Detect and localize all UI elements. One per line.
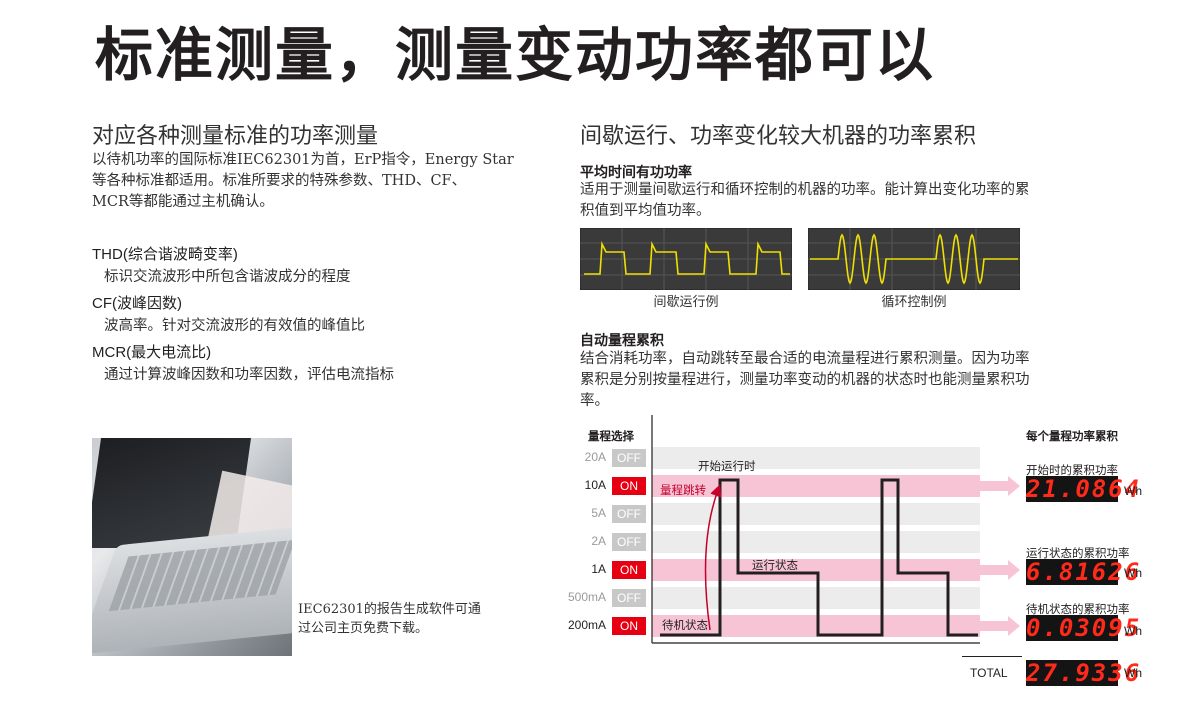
range-on-badge: ON (612, 477, 646, 495)
total-display: 27.9336 (1026, 659, 1142, 687)
readout-running-display: 6.81626 (1026, 558, 1142, 586)
term-thd: THD(综合谐波畸变率) (92, 246, 238, 263)
avg-text-line: 适用于测量间歇运行和循环控制的机器的功率。能计算出变化功率的累 (580, 182, 1030, 198)
readout-start-unit: Wh (1124, 484, 1142, 498)
range-off-badge: OFF (612, 505, 646, 523)
range-band (652, 615, 980, 637)
range-label: 1A (591, 562, 606, 576)
range-band (652, 559, 980, 581)
photo-caption-line: 过公司主页免费下载。 (298, 621, 429, 636)
page-title: 标准测量，测量变动功率都可以 (95, 21, 936, 89)
intermittent-wave (584, 241, 790, 275)
left-heading: 对应各种测量标准的功率测量 (92, 124, 379, 149)
term-mcr-desc: 通过计算波峰因数和功率因数，评估电流指标 (104, 367, 394, 383)
range-band (652, 587, 980, 609)
auto-text: 结合消耗功率，自动跳转至最合适的电流量程进行累积测量。因为功率 累积是分别按量程… (580, 349, 1030, 412)
auto-text-line: 结合消耗功率，自动跳转至最合适的电流量程进行累积测量。因为功率 (580, 351, 1030, 367)
range-on-badge: ON (612, 617, 646, 635)
range-band (652, 503, 980, 525)
readout-running-label: 运行状态的累积功率 (1026, 548, 1130, 560)
cycle-caption: 循环控制例 (881, 295, 947, 310)
term-list: THD(综合谐波畸变率) 标识交流波形中所包含谐波成分的程度 CF(波峰因数) … (92, 243, 394, 384)
per-range-label: 每个量程功率累积 (1026, 431, 1118, 443)
range-off-badge: OFF (612, 533, 646, 551)
range-arrow (980, 476, 1020, 496)
auto-text-line: 累积是分别按量程进行，测量功率变动的机器的状态时也能测量累积功 (580, 372, 1030, 388)
intermittent-scope (580, 228, 792, 290)
range-arrow (980, 560, 1020, 580)
range-jump-label: 量程跳转 (660, 485, 706, 497)
range-arrow (980, 616, 1020, 636)
total-unit: Wh (1124, 666, 1142, 680)
range-label: 5A (591, 506, 606, 520)
range-band (652, 531, 980, 553)
readout-running-unit: Wh (1124, 566, 1142, 580)
range-label: 20A (584, 450, 606, 464)
readout-standby-label: 待机状态的累积功率 (1026, 604, 1130, 616)
term-thd-desc: 标识交流波形中所包含谐波成分的程度 (104, 269, 351, 285)
left-paragraph-line: MCR等都能通过主机确认。 (92, 194, 274, 210)
laptop-photo (92, 438, 292, 656)
total-rule (962, 656, 1022, 657)
auto-subhead: 自动量程累积 (580, 332, 664, 348)
range-label: 10A (584, 478, 606, 492)
photo-caption-line: IEC62301的报告生成软件可通 (298, 602, 481, 617)
range-on-badge: ON (612, 561, 646, 579)
left-paragraph-line: 以待机功率的国际标准IEC62301为首，ErP指令，Energy Star (92, 152, 514, 168)
term-mcr: MCR(最大电流比) (92, 344, 212, 361)
range-label: 500mA (567, 590, 606, 604)
cycle-wave (810, 233, 1018, 285)
range-label: 2A (591, 534, 606, 548)
readout-start-label: 开始时的累积功率 (1026, 465, 1118, 477)
range-select-label: 量程选择 (588, 431, 634, 443)
auto-range-diagram (651, 415, 1020, 644)
avg-text: 适用于测量间歇运行和循环控制的机器的功率。能计算出变化功率的累 积值到平均值功率… (580, 180, 1030, 222)
range-jump-arrow (704, 484, 722, 631)
intermittent-caption: 间歇运行例 (653, 295, 719, 310)
photo-caption: IEC62301的报告生成软件可通 过公司主页免费下载。 (298, 600, 481, 638)
start-run-label: 开始运行时 (698, 461, 756, 473)
range-off-badge: OFF (612, 589, 646, 607)
avg-subhead: 平均时间有功功率 (580, 164, 692, 180)
range-band (652, 447, 980, 469)
auto-text-line: 率。 (580, 393, 609, 409)
standby-label: 待机状态 (662, 620, 708, 632)
left-paragraph-line: 等各种标准都适用。标准所要求的特殊参数、THD、CF、 (92, 173, 467, 189)
right-heading: 间歇运行、功率变化较大机器的功率累积 (580, 124, 977, 149)
range-off-badge: OFF (612, 449, 646, 467)
term-cf: CF(波峰因数) (92, 295, 182, 312)
current-trace (660, 478, 978, 637)
readout-standby-display: 0.03095 (1026, 614, 1142, 642)
cycle-scope (808, 228, 1020, 290)
left-paragraph: 以待机功率的国际标准IEC62301为首，ErP指令，Energy Star 等… (92, 150, 514, 213)
readout-standby-unit: Wh (1124, 624, 1142, 638)
term-cf-desc: 波高率。针对交流波形的有效值的峰值比 (104, 318, 365, 334)
avg-text-line: 积值到平均值功率。 (580, 203, 711, 219)
range-label: 200mA (567, 618, 606, 632)
running-label: 运行状态 (752, 560, 798, 572)
total-label: TOTAL (970, 666, 1008, 680)
readout-start-display: 21.0864 (1026, 475, 1142, 503)
